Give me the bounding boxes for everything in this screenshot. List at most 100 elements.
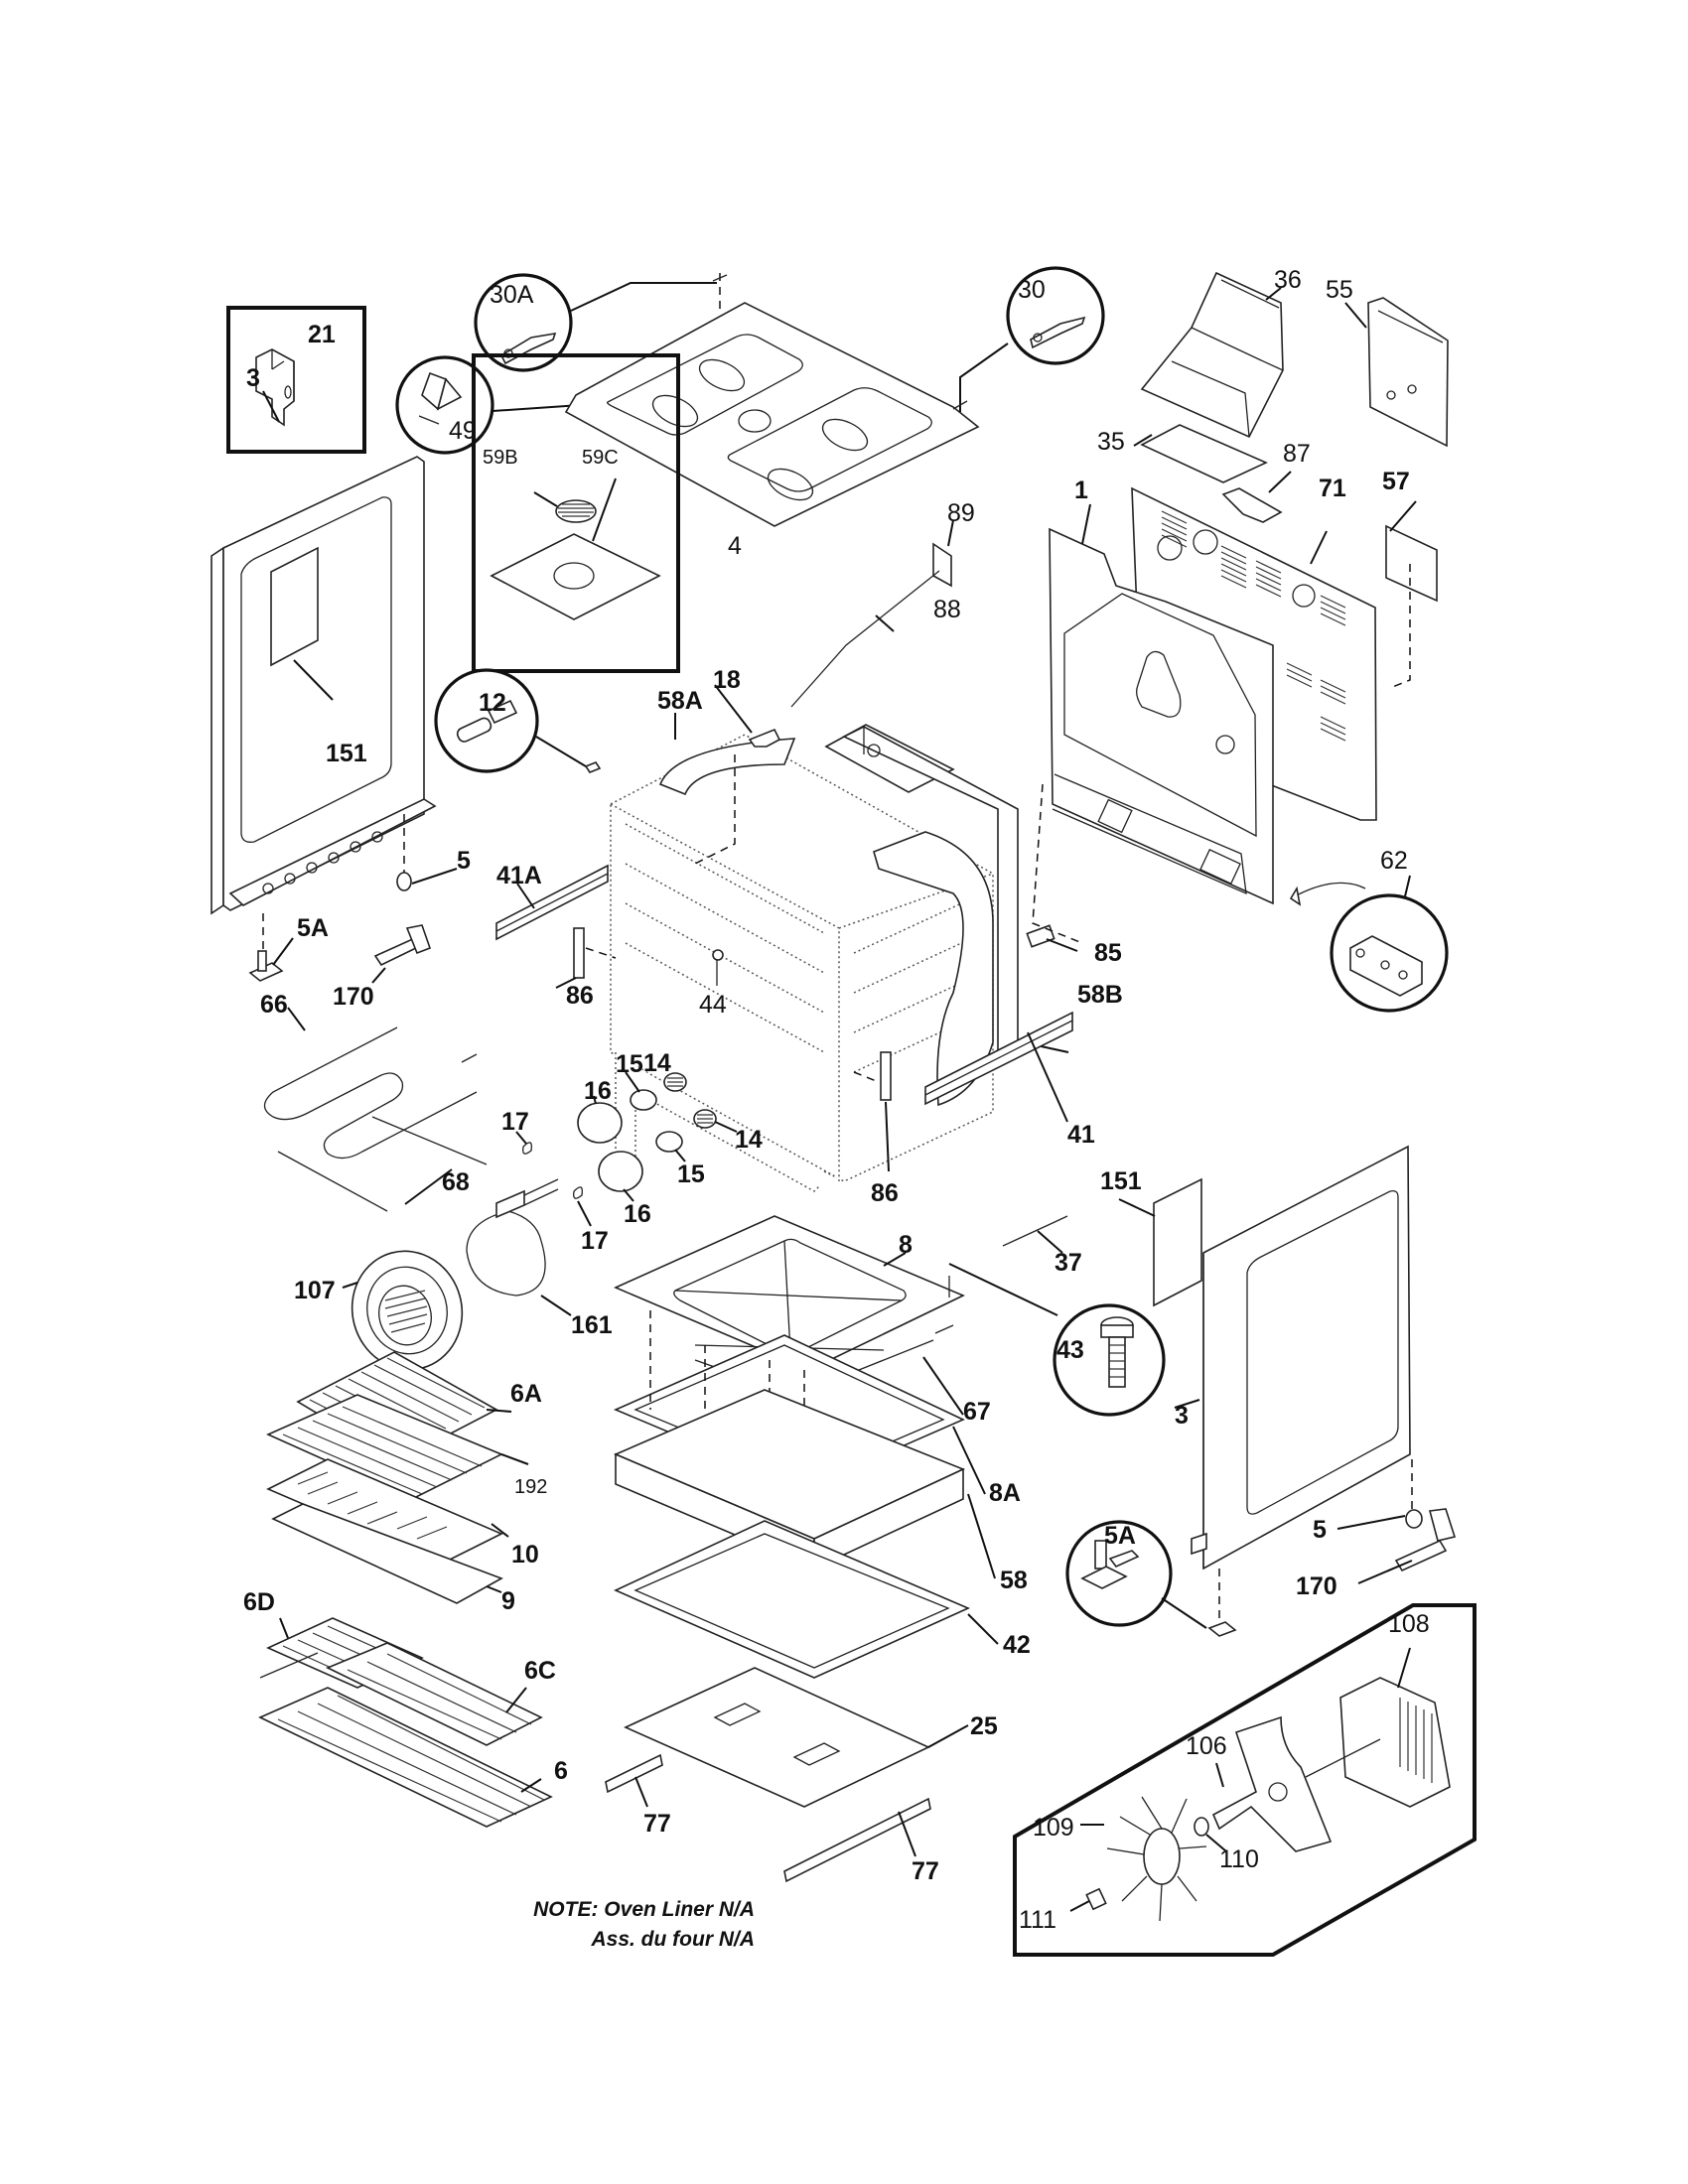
label-14-a: 14 bbox=[643, 1049, 671, 1077]
label-71: 71 bbox=[1319, 475, 1346, 502]
label-86-right: 86 bbox=[871, 1179, 899, 1207]
part-106-motor-bracket bbox=[1211, 1715, 1333, 1852]
callout-30A bbox=[474, 273, 717, 372]
part-16-lens-b bbox=[598, 1151, 643, 1202]
part-1-back-wall bbox=[1049, 503, 1274, 905]
part-5-leveler-screw-right bbox=[1336, 1459, 1423, 1530]
callout-62 bbox=[1289, 875, 1449, 1013]
label-58B: 58B bbox=[1077, 981, 1123, 1009]
part-5-leveler-screw bbox=[396, 814, 458, 891]
label-9: 9 bbox=[501, 1587, 515, 1615]
label-14-b: 14 bbox=[735, 1126, 763, 1154]
label-5A-left: 5A bbox=[297, 914, 329, 942]
part-43-bolt bbox=[1100, 1316, 1134, 1388]
label-151-right: 151 bbox=[1100, 1167, 1142, 1195]
label-110: 110 bbox=[1219, 1845, 1259, 1873]
part-77-drawer-slide-right bbox=[783, 1797, 931, 1883]
part-labels: 21 30A 49 30 36 55 35 87 57 3 4 59B 59C … bbox=[243, 266, 1430, 1934]
label-12: 12 bbox=[479, 689, 506, 717]
callout-30 bbox=[952, 266, 1105, 412]
label-17-a: 17 bbox=[501, 1108, 529, 1136]
label-67: 67 bbox=[963, 1398, 991, 1426]
part-89-sensor-bracket bbox=[932, 519, 954, 588]
label-59B: 59B bbox=[483, 447, 518, 469]
label-58A: 58A bbox=[657, 687, 703, 715]
part-17-clip-a bbox=[515, 1131, 532, 1155]
part-6C-rack bbox=[326, 1642, 543, 1746]
part-bolt-screw bbox=[948, 1263, 1058, 1316]
part-77-drawer-slide-left bbox=[605, 1753, 663, 1808]
note: NOTE: Oven Liner N/A Ass. du four N/A bbox=[533, 1898, 755, 1951]
label-6: 6 bbox=[554, 1757, 568, 1785]
label-109: 109 bbox=[1033, 1814, 1074, 1842]
label-59C: 59C bbox=[582, 447, 619, 469]
part-14-lamp-socket-a bbox=[663, 1072, 687, 1092]
part-59C-gasket bbox=[490, 478, 661, 620]
label-55: 55 bbox=[1326, 276, 1353, 304]
part-18-latch bbox=[694, 684, 781, 865]
part-41-rack-support bbox=[924, 1011, 1073, 1123]
part-68-wire-harness bbox=[277, 1116, 488, 1212]
label-49: 49 bbox=[449, 417, 477, 445]
label-36: 36 bbox=[1274, 266, 1302, 294]
label-57: 57 bbox=[1382, 468, 1410, 495]
callout-5A bbox=[1065, 1520, 1237, 1637]
label-89: 89 bbox=[947, 499, 975, 527]
label-35: 35 bbox=[1097, 428, 1125, 456]
part-151-hinge-bracket bbox=[270, 546, 334, 701]
label-4: 4 bbox=[728, 532, 742, 560]
label-15-b: 15 bbox=[677, 1160, 705, 1188]
part-44-bulb bbox=[712, 949, 724, 986]
label-108: 108 bbox=[1388, 1610, 1430, 1638]
callout-43 bbox=[1053, 1303, 1166, 1417]
label-37: 37 bbox=[1055, 1249, 1082, 1277]
label-21: 21 bbox=[308, 321, 336, 348]
label-41: 41 bbox=[1067, 1121, 1095, 1149]
part-55-panel bbox=[1344, 297, 1449, 448]
label-87: 87 bbox=[1283, 440, 1311, 468]
part-17-clip-b bbox=[573, 1186, 592, 1227]
callout-12 bbox=[434, 668, 602, 773]
inset-box-fan bbox=[1013, 1603, 1477, 1957]
label-25: 25 bbox=[970, 1712, 998, 1740]
part-36-vent-duct bbox=[1140, 271, 1284, 439]
part-170-anti-tip-bracket-right bbox=[1357, 1508, 1457, 1584]
label-42: 42 bbox=[1003, 1631, 1031, 1659]
part-25-drawer-panel bbox=[624, 1667, 969, 1808]
part-85-terminal bbox=[1026, 783, 1083, 952]
part-15-bulb-b bbox=[655, 1131, 686, 1162]
part-86-bracket-right bbox=[853, 1051, 892, 1172]
part-4-top-panel bbox=[564, 273, 980, 527]
part-3-right-side-panel bbox=[1174, 1145, 1411, 1570]
label-30A: 30A bbox=[490, 281, 534, 309]
label-43: 43 bbox=[1056, 1336, 1084, 1364]
label-18: 18 bbox=[713, 666, 741, 694]
part-57-cover bbox=[1385, 500, 1438, 689]
note-line-2: Ass. du four N/A bbox=[590, 1928, 755, 1951]
label-16-a: 16 bbox=[584, 1077, 612, 1105]
part-66-broil-element bbox=[263, 1007, 478, 1160]
label-15-a: 15 bbox=[616, 1050, 643, 1078]
part-170-anti-tip-bracket bbox=[371, 924, 432, 984]
label-3-left: 3 bbox=[246, 364, 260, 392]
part-86-bracket-left bbox=[555, 927, 617, 989]
part-3-left-side-panel bbox=[211, 390, 437, 915]
part-37-probe-wire bbox=[1002, 1215, 1068, 1254]
part-111-nut bbox=[1069, 1887, 1107, 1912]
label-30: 30 bbox=[1018, 276, 1046, 304]
label-17-b: 17 bbox=[581, 1227, 609, 1255]
label-6D: 6D bbox=[243, 1588, 275, 1616]
label-68: 68 bbox=[442, 1168, 470, 1196]
label-3-right: 3 bbox=[1175, 1402, 1189, 1430]
label-161: 161 bbox=[571, 1311, 613, 1339]
label-77-right: 77 bbox=[912, 1857, 939, 1885]
part-16-lens-a bbox=[577, 1095, 623, 1144]
part-108-convection-motor bbox=[1305, 1647, 1451, 1808]
part-5A-leveling-leg-right bbox=[1080, 1540, 1140, 1589]
label-6A: 6A bbox=[510, 1380, 542, 1408]
label-1: 1 bbox=[1074, 477, 1088, 504]
label-66: 66 bbox=[260, 991, 288, 1019]
part-59B-grommet bbox=[533, 491, 597, 523]
label-44: 44 bbox=[699, 991, 727, 1019]
